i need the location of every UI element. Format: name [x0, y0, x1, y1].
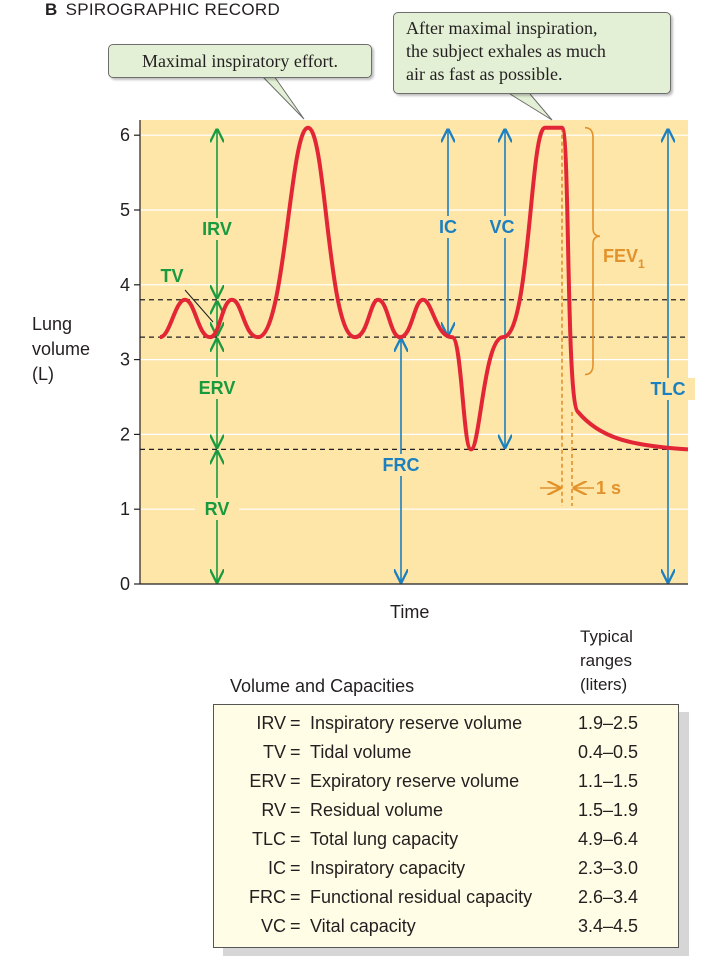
- rv-label-bg: [195, 498, 239, 520]
- table-row: IC= Inspiratory capacity 2.3–3.0: [214, 858, 678, 887]
- y-axis-label: Lung volume (L): [32, 312, 90, 387]
- erv-label: ERV: [199, 378, 236, 398]
- frc-label: FRC: [383, 455, 420, 475]
- y-tick-label: 5: [120, 200, 130, 220]
- x-axis-label: Time: [390, 602, 430, 622]
- row-equals: =: [290, 771, 301, 791]
- y-tick-label: 2: [120, 424, 130, 444]
- row-abbreviation: IC: [268, 858, 286, 878]
- y-tick-label: 1: [120, 499, 130, 519]
- row-range: 3.4–4.5: [578, 916, 639, 936]
- table-row: ERV= Expiratory reserve volume 1.1–1.5: [214, 771, 678, 800]
- callout-pointers: [261, 75, 553, 121]
- row-abbreviation: VC: [260, 916, 286, 936]
- table-row: TV= Tidal volume 0.4–0.5: [214, 742, 678, 771]
- callout-peak-pointer: [261, 75, 305, 120]
- panel-title-text: SPIROGRAPHIC RECORD: [65, 0, 281, 19]
- row-abbreviation: ERV: [249, 771, 286, 791]
- y-tick-label: 0: [120, 574, 130, 594]
- row-abbreviation: FRC: [249, 887, 286, 907]
- fev1-bracket: [584, 126, 601, 376]
- row-abbreviation: TV: [262, 742, 286, 762]
- ranges-header: Typical ranges (liters): [580, 625, 633, 697]
- y-axis-label-line1: Lung: [32, 314, 73, 334]
- table-row: VC= Vital capacity 3.4–4.5: [214, 916, 678, 945]
- table-row: IRV= Inspiratory reserve volume 1.9–2.5: [214, 713, 678, 742]
- tv-leader: [184, 289, 214, 323]
- row-equals: =: [290, 887, 301, 907]
- one-second-label: 1 s: [596, 478, 621, 498]
- row-description: Total lung capacity: [310, 829, 459, 849]
- row-description: Functional residual capacity: [310, 887, 533, 907]
- row-range: 1.5–1.9: [578, 800, 639, 820]
- lung-volume-curve: [159, 125, 689, 452]
- row-abbreviation: TLC: [251, 829, 286, 849]
- row-equals: =: [290, 800, 301, 820]
- row-equals: =: [290, 858, 301, 878]
- rv-label: RV: [205, 499, 230, 519]
- frc-label-bg: [374, 454, 428, 476]
- table-row: FRC= Functional residual capacity 2.6–3.4: [214, 887, 678, 916]
- table-row: RV= Residual volume 1.5–1.9: [214, 800, 678, 829]
- panel-letter: B: [45, 0, 58, 19]
- row-equals: =: [290, 916, 301, 936]
- ic-label-bg: [428, 216, 468, 238]
- y-tick-label: 6: [120, 125, 130, 145]
- callout-forced-expiration: After maximal inspiration, the subject e…: [393, 12, 671, 94]
- row-equals: =: [290, 829, 301, 849]
- row-description: Tidal volume: [310, 742, 412, 762]
- row-range: 2.3–3.0: [578, 858, 639, 878]
- fev1-label: FEV1: [603, 246, 645, 271]
- ranges-header-line2: ranges: [580, 651, 632, 670]
- irv-label-bg: [195, 218, 239, 240]
- row-description: Residual volume: [310, 800, 444, 820]
- row-range: 2.6–3.4: [578, 887, 639, 907]
- callout-forced-pointer: [509, 93, 553, 121]
- fev1-label-subscript: 1: [638, 257, 645, 271]
- callout-peak-text: Maximal inspiratory effort.: [141, 51, 339, 71]
- y-axis-label-line3: (L): [32, 364, 54, 384]
- row-description: Inspiratory capacity: [310, 858, 466, 878]
- vc-label-bg: [482, 216, 522, 238]
- callout-forced-line2: the subject exhales as much: [406, 41, 606, 61]
- y-axis-label-line2: volume: [32, 339, 91, 359]
- vc-label: VC: [489, 217, 514, 237]
- callout-forced-line1: After maximal inspiration,: [406, 18, 598, 38]
- tv-label: TV: [160, 266, 183, 286]
- irv-label: IRV: [202, 219, 232, 239]
- y-tick-label: 3: [120, 350, 130, 370]
- row-equals: =: [290, 742, 301, 762]
- row-range: 0.4–0.5: [578, 742, 639, 762]
- row-range: 1.9–2.5: [578, 713, 639, 733]
- annotation-labels: IRV ERV RV TV IC VC FRC TLC FEV1 1 s: [160, 216, 695, 520]
- table-row: TLC= Total lung capacity 4.9–6.4: [214, 829, 678, 858]
- ranges-header-line3: (liters): [580, 675, 628, 694]
- erv-label-bg: [195, 377, 239, 399]
- ranges-header-line1: Typical: [580, 627, 633, 646]
- panel-title: B SPIROGRAPHIC RECORD: [45, 0, 280, 20]
- row-range: 4.9–6.4: [578, 829, 639, 849]
- row-description: Expiratory reserve volume: [310, 771, 520, 791]
- row-abbreviation: IRV: [256, 713, 286, 733]
- y-tick-label: 4: [120, 275, 130, 295]
- row-equals: =: [290, 713, 301, 733]
- tlc-label: TLC: [651, 379, 686, 399]
- ic-label: IC: [439, 217, 457, 237]
- row-range: 1.1–1.5: [578, 771, 639, 791]
- volumes-header: Volume and Capacities: [230, 676, 415, 696]
- axes: 0 1 2 3 4 5 6: [120, 120, 688, 594]
- callout-maximal-inspiration: Maximal inspiratory effort.: [108, 44, 372, 78]
- row-abbreviation: RV: [261, 800, 286, 820]
- callout-forced-line3: air as fast as possible.: [406, 64, 563, 84]
- row-description: Vital capacity: [310, 916, 416, 936]
- tlc-label-bg: [641, 378, 695, 400]
- fev1-label-main: FEV: [603, 246, 638, 266]
- row-description: Inspiratory reserve volume: [310, 713, 523, 733]
